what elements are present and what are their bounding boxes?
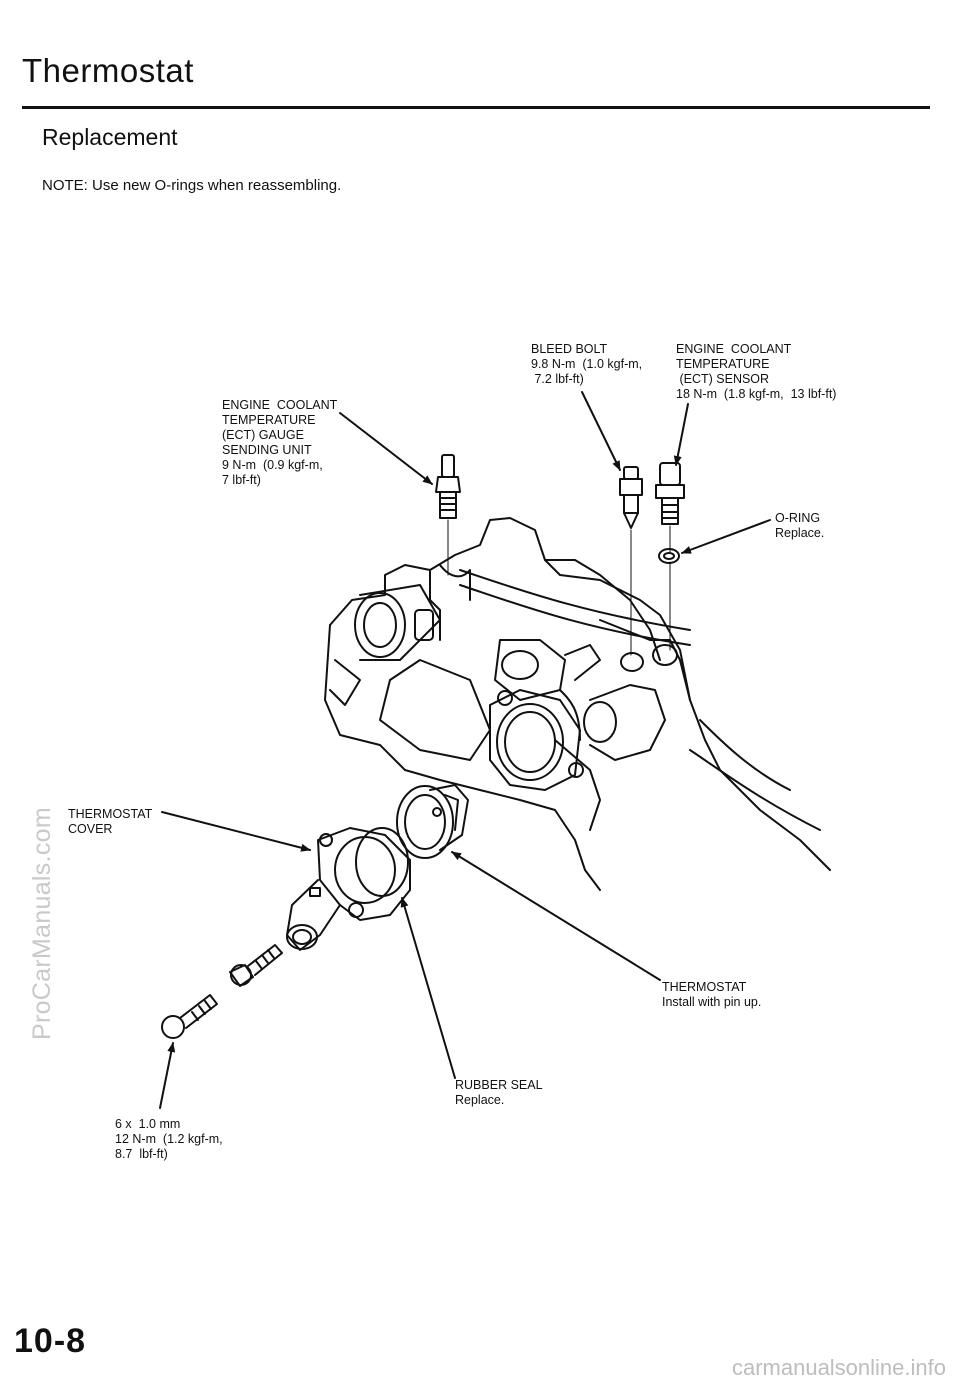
section-subtitle: Replacement: [42, 124, 178, 150]
leader-o-ring: [681, 519, 771, 554]
ect-sensor: [655, 462, 685, 651]
leader-bolt: [159, 1042, 176, 1109]
page-number: 10-8: [14, 1322, 87, 1360]
rubber-seal-part: [355, 827, 409, 897]
thermostat-housing-body: [324, 517, 831, 891]
label-bleed-bolt: BLEED BOLT 9.8 N-m (1.0 kgf-m, 7.2 lbf-f…: [531, 342, 643, 386]
leader-thermostat: [451, 851, 661, 981]
leader-rubber-seal: [400, 897, 456, 1079]
label-o-ring: O-RING Replace.: [775, 511, 825, 540]
label-ect-sensor: ENGINE COOLANT TEMPERATURE (ECT) SENSOR …: [676, 342, 837, 401]
label-ect-gauge-sending-unit: ENGINE COOLANT TEMPERATURE (ECT) GAUGE S…: [222, 398, 338, 487]
page-title: Thermostat: [22, 52, 194, 89]
label-thermostat-cover: THERMOSTAT COVER: [68, 807, 153, 836]
footer-watermark: carmanualsonline.info: [731, 1355, 946, 1380]
leader-ect-sensor: [673, 403, 689, 466]
label-thermostat: THERMOSTAT Install with pin up.: [662, 980, 762, 1009]
bleed-bolt: [619, 466, 643, 656]
o-ring: [658, 548, 680, 564]
label-bolt-spec: 6 x 1.0 mm 12 N-m (1.2 kgf-m, 8.7 lbf-ft…: [115, 1117, 223, 1161]
cover-bolt-lower: [161, 994, 218, 1039]
housing-thermostat-flange: [489, 689, 584, 791]
ect-gauge-sending-unit: [435, 454, 461, 576]
side-watermark: ProCarManuals.com: [28, 807, 56, 1040]
cover-bolt-upper: [229, 944, 283, 987]
thermostat-cover-part: [286, 827, 411, 951]
housing-bypass-outlet: [583, 644, 678, 761]
thermostat-part: [396, 784, 469, 859]
title-rule: [22, 106, 930, 109]
leader-thermostat-cover: [161, 811, 311, 852]
leader-ect-gauge: [339, 412, 433, 485]
note-text: NOTE: Use new O-rings when reassembling.: [42, 177, 342, 194]
label-rubber-seal: RUBBER SEAL Replace.: [455, 1078, 543, 1107]
leader-bleed-bolt: [581, 391, 621, 471]
